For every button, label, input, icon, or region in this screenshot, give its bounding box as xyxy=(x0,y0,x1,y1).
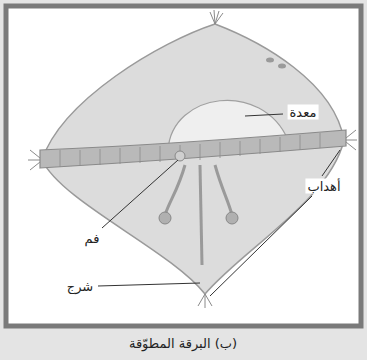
cilia-label: أهداب xyxy=(305,179,342,194)
canals xyxy=(165,165,232,265)
comb-band xyxy=(40,130,346,168)
mouth-label: فم xyxy=(83,231,102,246)
tentacle-sheaths xyxy=(159,212,238,224)
leader-lines xyxy=(98,114,340,296)
mouth xyxy=(175,151,185,161)
figure-caption: (ب) البرقة المطوّقة xyxy=(127,336,239,351)
cilia xyxy=(28,130,357,308)
apical-tuft xyxy=(210,10,223,24)
comb-rows xyxy=(60,133,320,167)
frame xyxy=(6,6,361,326)
stomach-label: معدة xyxy=(288,105,319,120)
anus-label: شرج xyxy=(65,279,95,294)
